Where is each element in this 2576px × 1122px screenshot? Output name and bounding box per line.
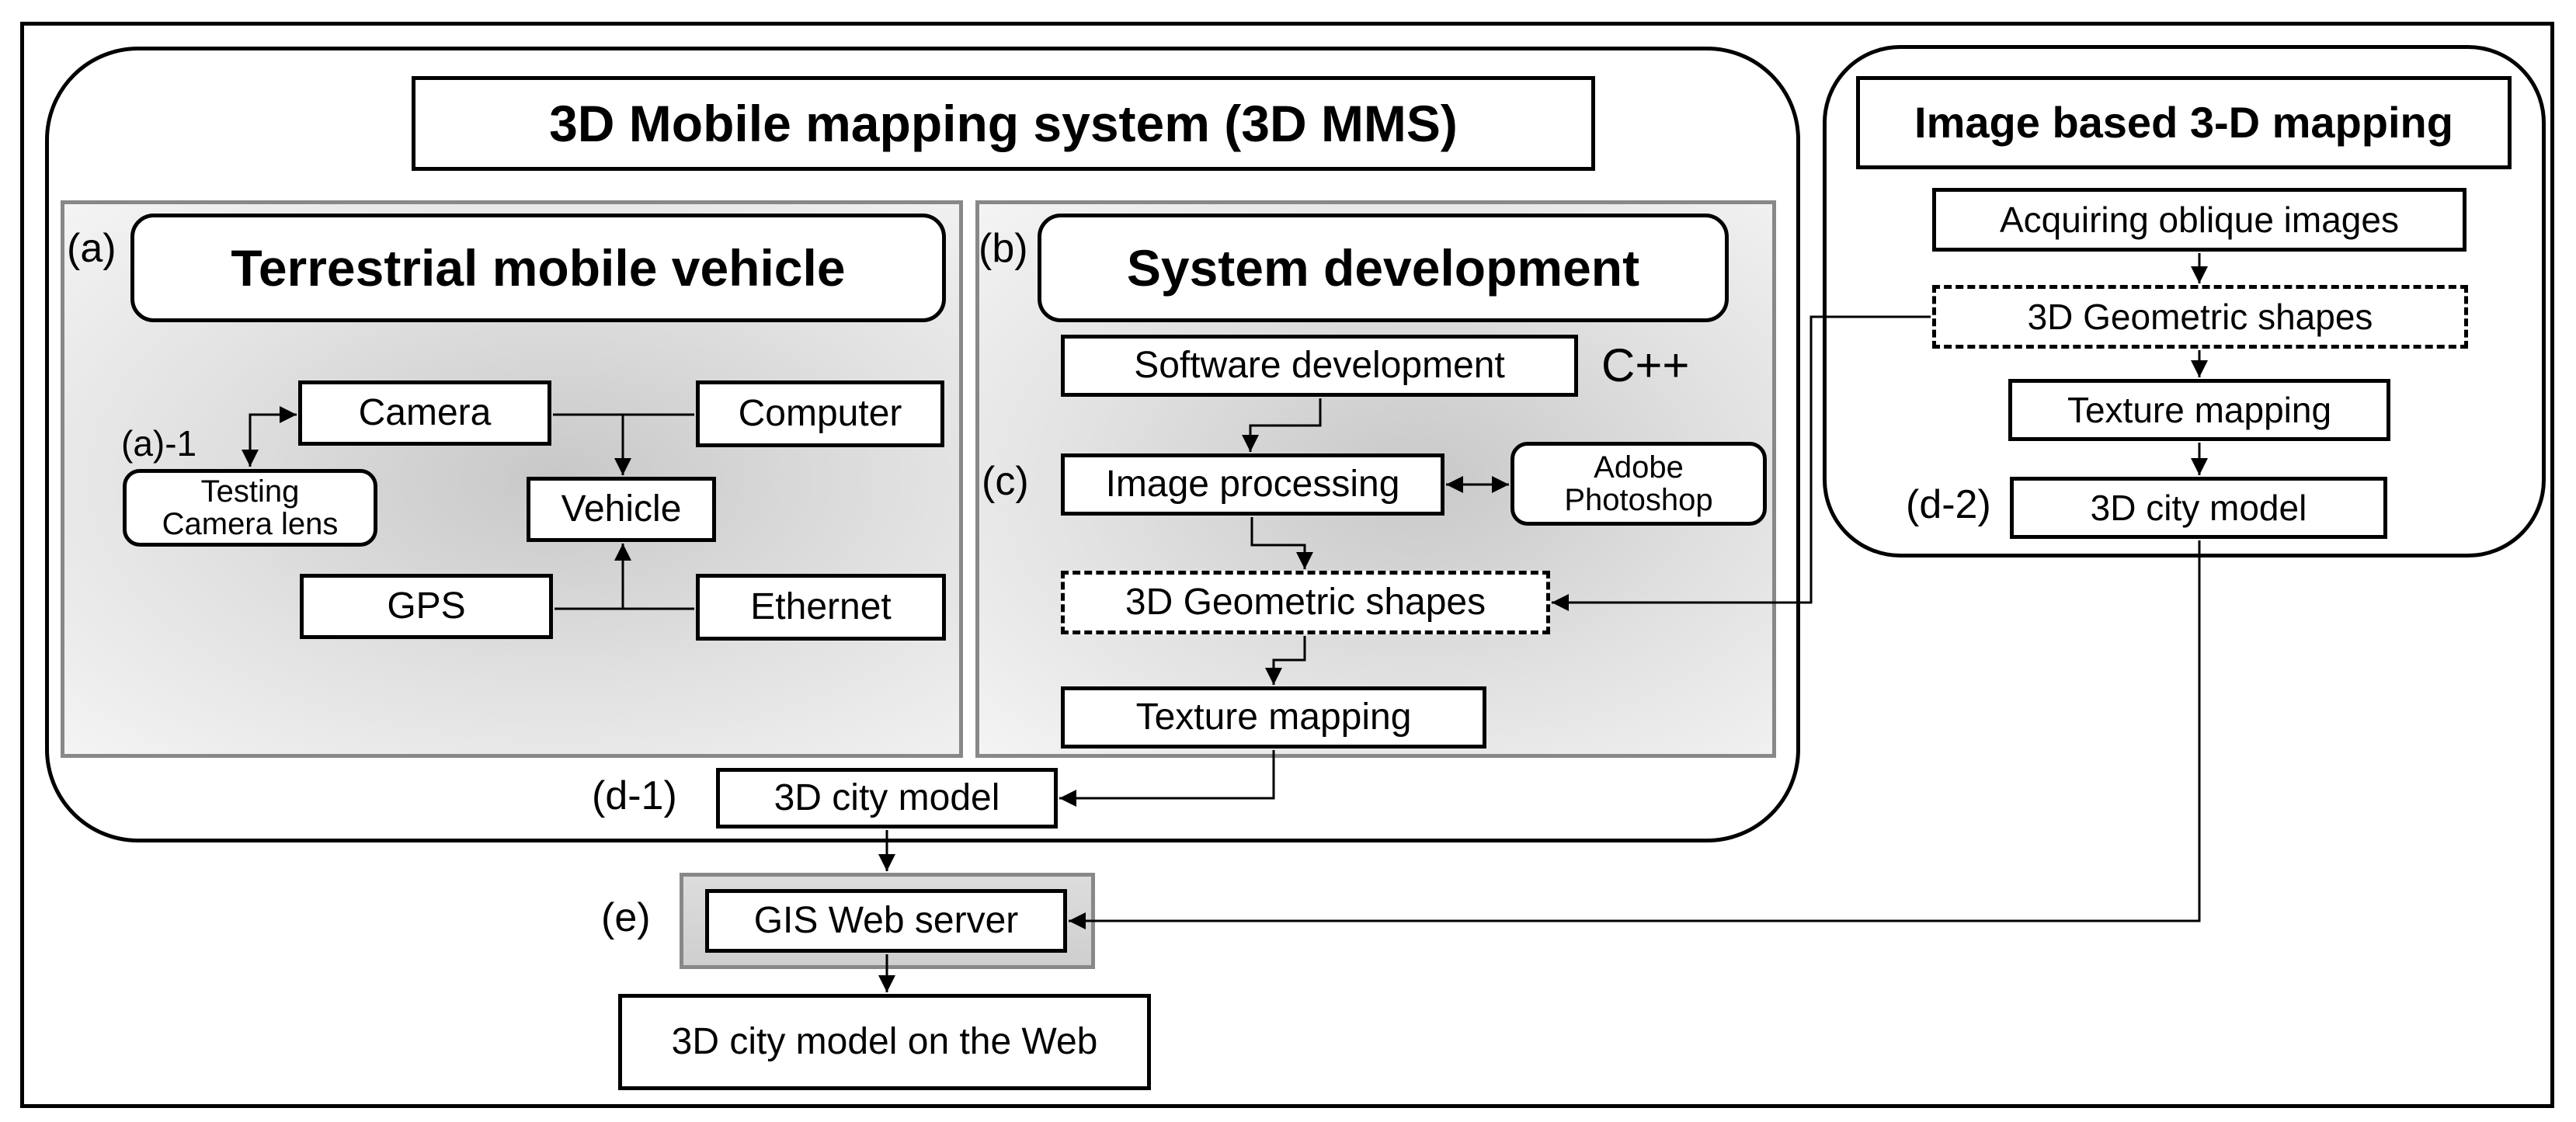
image-processing-label: (c): [982, 459, 1029, 504]
adobe-photoshop-box: Adobe Photoshop: [1510, 442, 1767, 526]
arrow-software-image: [1242, 398, 1322, 452]
ethernet-box: Ethernet: [696, 574, 946, 641]
arrow-camera-testing: [242, 406, 297, 467]
system-panel-label: (b): [979, 226, 1028, 271]
vehicle-box: Vehicle: [527, 477, 716, 542]
cpp-label: C++: [1601, 339, 1690, 391]
camera-box: Camera: [298, 380, 551, 446]
arrow-citymodel2-gis: [1069, 540, 2201, 929]
software-development-box: Software development: [1061, 335, 1578, 397]
gps-box: GPS: [300, 574, 553, 639]
image-texture-mapping-box: Texture mapping: [2008, 379, 2390, 441]
vehicle-panel-label: (a): [67, 226, 116, 271]
testing-lens-line-2: Camera lens: [162, 507, 339, 541]
image-based-title: Image based 3-D mapping: [1856, 76, 2512, 169]
acquiring-images-box: Acquiring oblique images: [1932, 188, 2466, 252]
testing-lens-label: (a)-1: [121, 423, 197, 464]
testing-lens-line-1: Testing: [200, 474, 300, 509]
city-model-web-box: 3D city model on the Web: [618, 994, 1151, 1090]
gis-web-server-box: GIS Web server: [705, 889, 1067, 953]
city-model-1-box: 3D city model: [716, 768, 1058, 828]
texture-mapping-box: Texture mapping: [1061, 686, 1486, 749]
arrow-texture-citymodel1: [1059, 750, 1275, 807]
photoshop-line-1: Adobe: [1594, 450, 1684, 485]
arrow-imagegeo-mmsgeo: [1552, 315, 1931, 611]
mms-title: 3D Mobile mapping system (3D MMS): [412, 76, 1595, 171]
photoshop-line-2: Photoshop: [1564, 483, 1713, 517]
mms-frame: [45, 47, 1800, 842]
image-processing-box: Image processing: [1061, 453, 1444, 516]
gis-label: (e): [601, 895, 651, 940]
outer-frame: [20, 22, 2554, 1108]
arrow-geometric-texture: [1265, 636, 1306, 685]
testing-camera-lens-box: Testing Camera lens: [123, 469, 377, 547]
vehicle-panel-title: Terrestrial mobile vehicle: [130, 214, 946, 322]
city-model-1-label: (d-1): [592, 773, 677, 818]
city-model-2-label: (d-2): [1906, 482, 1991, 527]
computer-box: Computer: [696, 380, 944, 447]
image-geometric-shapes-box: 3D Geometric shapes: [1932, 285, 2468, 349]
image-based-frame: [1823, 45, 2546, 558]
arrow-image-geometric: [1250, 517, 1313, 569]
system-panel-title: System development: [1038, 214, 1729, 322]
geometric-shapes-box: 3D Geometric shapes: [1061, 571, 1550, 634]
city-model-2-box: 3D city model: [2010, 477, 2387, 539]
